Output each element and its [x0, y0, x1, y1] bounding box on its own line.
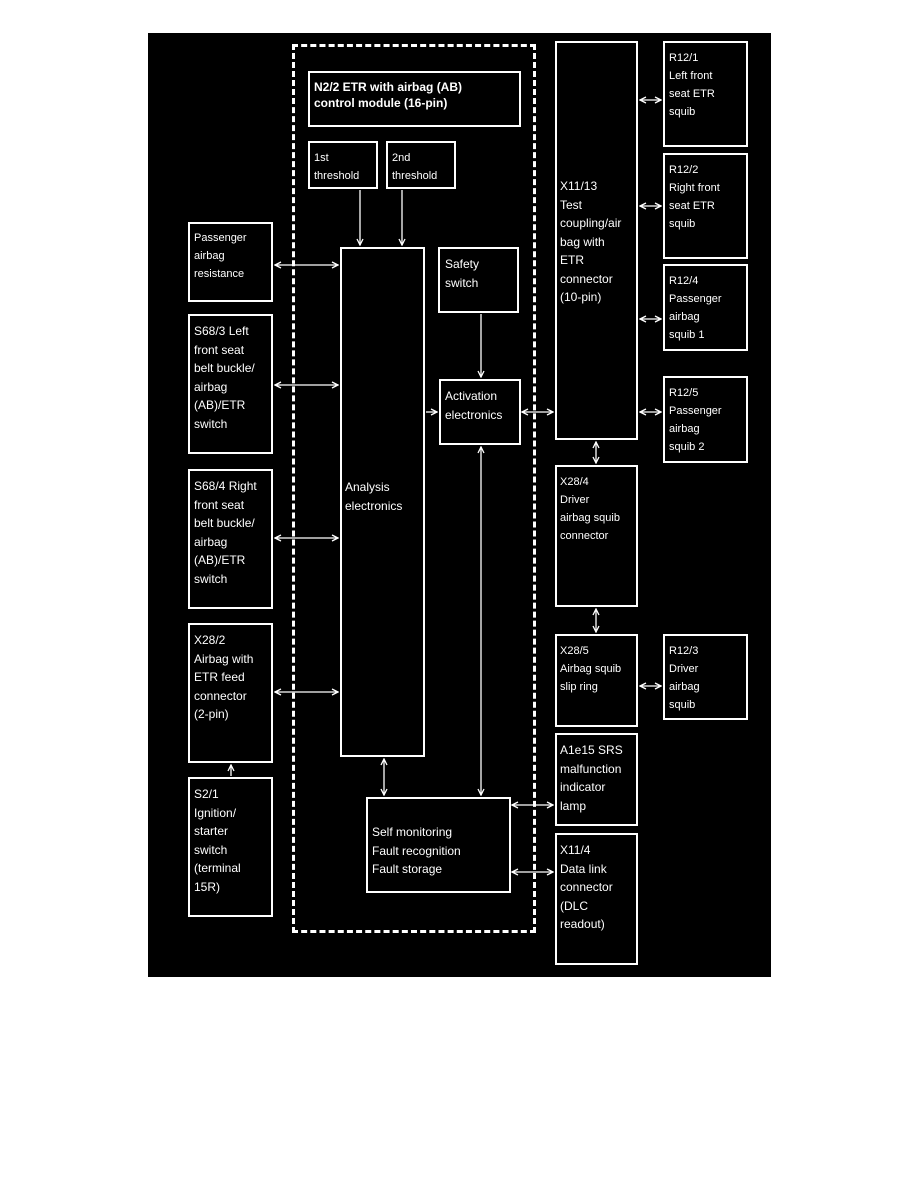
first-threshold-box [308, 141, 378, 189]
activation-electronics-box [439, 379, 521, 445]
s68-4-switch-box [188, 469, 273, 609]
control-module-boundary [292, 44, 536, 933]
control-module-title: N2/2 ETR with airbag (AB) control module… [314, 80, 463, 110]
a1e15-indicator-lamp-box [555, 733, 638, 826]
r12-1-squib-box [663, 41, 748, 147]
second-threshold-label: 2nd threshold [392, 152, 438, 182]
x11-13-test-coupling-box [555, 41, 638, 440]
x28-2-connector-box [188, 623, 273, 763]
a1e15-indicator-lamp-label: A1e15 SRS malfunction indicator lamp [560, 743, 623, 813]
x11-4-data-link-connector-label: X11/4 Data link connector (DLC readout) [560, 843, 613, 931]
activation-electronics-label: Activation electronics [445, 389, 503, 422]
srs-block-diagram: N2/2 ETR with airbag (AB) control module… [148, 33, 771, 977]
x11-4-data-link-connector-box [555, 833, 638, 965]
s68-4-switch-label: S68/4 Right front seat belt buckle/ airb… [194, 479, 257, 586]
x28-5-slip-ring-label: X28/5 Airbag squib slip ring [560, 645, 622, 693]
r12-3-squib-label: R12/3 Driver airbag squib [669, 645, 700, 711]
first-threshold-label: 1st threshold [314, 152, 360, 182]
s68-3-switch-label: S68/3 Left front seat belt buckle/ airba… [194, 324, 255, 431]
x28-4-driver-squib-connector-box [555, 465, 638, 607]
r12-2-squib-box [663, 153, 748, 259]
analysis-electronics-box [340, 247, 425, 757]
passenger-airbag-resistance-box [188, 222, 273, 302]
control-module-title-box [308, 71, 521, 127]
x28-4-driver-squib-connector-label: X28/4 Driver airbag squib connector [560, 476, 620, 542]
r12-3-squib-box [663, 634, 748, 720]
s68-3-switch-box [188, 314, 273, 454]
x28-2-connector-label: X28/2 Airbag with ETR feed connector (2-… [194, 633, 254, 721]
safety-switch-box [438, 247, 519, 313]
x11-13-test-coupling-label: X11/13 Test coupling/air bag with ETR co… [560, 179, 622, 304]
second-threshold-box [386, 141, 456, 189]
passenger-airbag-resistance-label: Passenger airbag resistance [194, 232, 247, 280]
r12-2-squib-label: R12/2 Right front seat ETR squib [669, 164, 720, 230]
r12-1-squib-label: R12/1 Left front seat ETR squib [669, 52, 715, 118]
self-monitoring-box [366, 797, 511, 893]
r12-5-squib-label: R12/5 Passenger airbag squib 2 [669, 387, 722, 453]
s2-1-ignition-switch-box [188, 777, 273, 917]
self-monitoring-label: Self monitoring Fault recognition Fault … [372, 825, 461, 876]
x28-5-slip-ring-box [555, 634, 638, 727]
r12-5-squib-box [663, 376, 748, 463]
connection-lines [148, 33, 771, 977]
r12-4-squib-box [663, 264, 748, 351]
safety-switch-label: Safety switch [445, 257, 480, 290]
r12-4-squib-label: R12/4 Passenger airbag squib 1 [669, 275, 722, 341]
s2-1-ignition-switch-label: S2/1 Ignition/ starter switch (terminal … [194, 787, 241, 894]
analysis-electronics-label: Analysis electronics [345, 480, 403, 513]
